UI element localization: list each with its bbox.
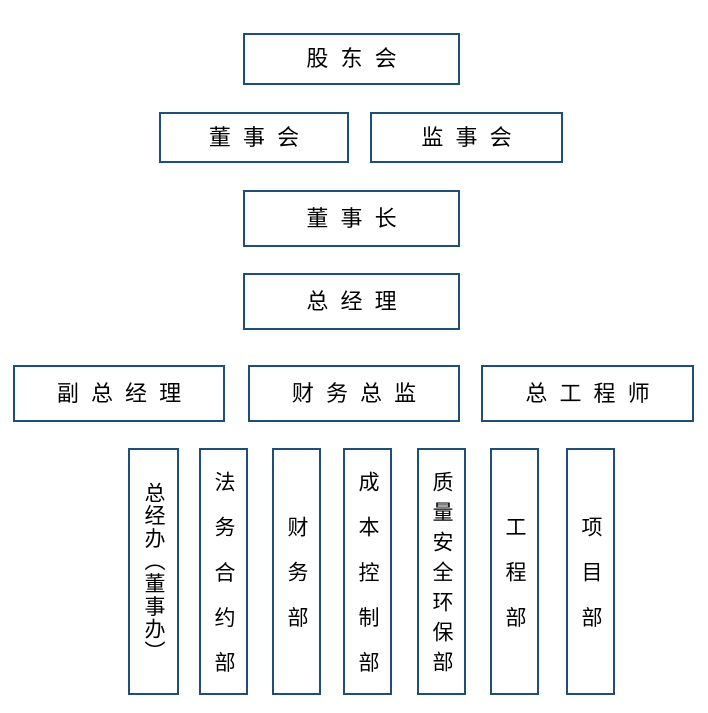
org-box-label: 成本控制部 <box>356 470 380 697</box>
org-box-label: 董事长 <box>306 205 409 231</box>
org-box-engineering-dept: 工程部 <box>490 448 539 695</box>
org-box-label: 法务合约部 <box>212 470 236 697</box>
org-box-label: 财务总监 <box>291 380 429 406</box>
org-box-supervisory-board: 监事会 <box>370 112 563 163</box>
org-box-label: 总工程师 <box>525 380 662 406</box>
org-box-label: 监事会 <box>421 124 524 150</box>
org-box-gm-office: 总经办（董事办） <box>128 448 179 695</box>
org-box-label: 质量安全环保部 <box>430 470 454 682</box>
org-box-label: 工程部 <box>503 515 527 652</box>
org-box-general-manager: 总经理 <box>243 273 460 330</box>
org-box-project-dept: 项目部 <box>566 448 615 695</box>
org-box-label: 财务部 <box>285 515 309 652</box>
org-box-finance-dept: 财务部 <box>272 448 321 695</box>
org-box-deputy-general-manager: 副总经理 <box>13 365 225 422</box>
org-box-label: 项目部 <box>579 515 603 652</box>
org-box-shareholders-meeting: 股东会 <box>243 33 460 85</box>
org-box-finance-director: 财务总监 <box>248 365 460 422</box>
org-box-chief-engineer: 总工程师 <box>481 365 694 422</box>
org-box-board-of-directors: 董事会 <box>159 112 349 163</box>
org-box-cost-control-dept: 成本控制部 <box>343 448 392 697</box>
org-box-legal-contract-dept: 法务合约部 <box>199 448 248 697</box>
org-box-chairman: 董事长 <box>243 190 460 247</box>
org-box-label: 董事会 <box>208 124 312 150</box>
org-box-label: 总经办（董事办） <box>142 481 166 664</box>
org-box-label: 股东会 <box>306 46 409 71</box>
org-box-label: 总经理 <box>306 288 409 314</box>
org-box-label: 副总经理 <box>56 380 194 406</box>
org-box-quality-safety-env-dept: 质量安全环保部 <box>417 448 466 695</box>
